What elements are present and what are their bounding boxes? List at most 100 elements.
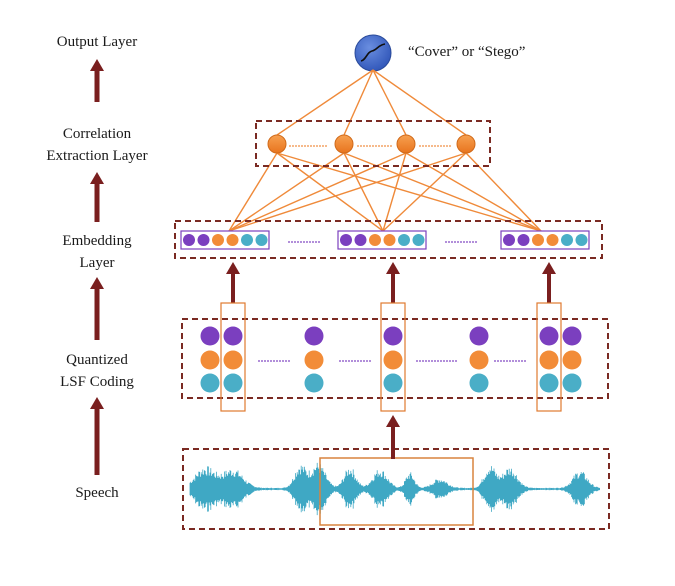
lsf-coefficient bbox=[383, 373, 403, 393]
lsf-column-2 bbox=[304, 326, 324, 393]
embedding-vector-2 bbox=[500, 230, 590, 250]
embedding-dot bbox=[546, 234, 559, 246]
embedding-dot bbox=[517, 234, 530, 246]
ellipsis-dot bbox=[366, 360, 368, 362]
ellipsis-dot bbox=[384, 145, 386, 147]
ellipsis-dot bbox=[440, 360, 442, 362]
edge-embed-3-1 bbox=[382, 152, 467, 232]
embedding-dot bbox=[412, 234, 425, 246]
embedding-dot bbox=[561, 234, 573, 246]
embedding-dot bbox=[575, 234, 588, 246]
lsf-column-3 bbox=[383, 326, 403, 393]
lsf-coefficient bbox=[469, 350, 489, 370]
ellipsis-dot bbox=[512, 360, 514, 362]
ellipsis-dot bbox=[298, 145, 300, 147]
ellipsis-dot bbox=[475, 241, 477, 243]
edge-embed-3-0 bbox=[228, 152, 467, 232]
ellipsis-3 bbox=[419, 145, 451, 147]
ellipsis-dot bbox=[428, 145, 430, 147]
ellipsis-dot bbox=[294, 241, 296, 243]
ellipsis-dot bbox=[375, 145, 377, 147]
ellipsis-dot bbox=[448, 241, 450, 243]
speech-up-arrow bbox=[386, 415, 400, 459]
left-arrow-0 bbox=[90, 59, 104, 102]
edge-embed-1-2 bbox=[343, 152, 542, 232]
ellipsis-dot bbox=[285, 360, 287, 362]
lsf-column-4 bbox=[469, 326, 489, 393]
embedding-dot bbox=[212, 234, 224, 246]
ellipsis-dot bbox=[279, 360, 281, 362]
embedding-dot bbox=[383, 234, 396, 246]
correlation-layer-box bbox=[255, 120, 491, 167]
ellipsis-1 bbox=[289, 145, 327, 147]
ellipsis-dot bbox=[267, 360, 269, 362]
embedding-dot bbox=[340, 234, 352, 246]
ellipsis-dot bbox=[440, 145, 442, 147]
ellipsis-dot bbox=[304, 145, 306, 147]
arrow-head bbox=[386, 262, 400, 274]
ellipsis-dot bbox=[264, 360, 266, 362]
ellipsis-dot bbox=[521, 360, 523, 362]
embedding-vector-1 bbox=[337, 230, 427, 250]
embedding-dot bbox=[354, 234, 367, 246]
ellipsis-dot bbox=[460, 241, 462, 243]
left-arrow-3 bbox=[90, 397, 104, 475]
label-quantized-line1: Quantized bbox=[66, 352, 128, 368]
lsf-coefficient bbox=[469, 373, 489, 393]
embedding-up-arrows bbox=[226, 262, 556, 303]
correlation-node-1 bbox=[334, 134, 354, 154]
ellipsis-dot bbox=[297, 241, 299, 243]
ellipsis-dot bbox=[312, 241, 314, 243]
ellipsis-dot bbox=[369, 360, 371, 362]
ellipsis-dot bbox=[288, 241, 290, 243]
lsf-coefficient bbox=[539, 326, 559, 346]
correlation-node-2 bbox=[396, 134, 416, 154]
ellipsis-dot bbox=[425, 145, 427, 147]
ellipsis-dot bbox=[276, 360, 278, 362]
lsf-ellipsis-1 bbox=[258, 360, 290, 362]
label-speech: Speech bbox=[75, 485, 119, 501]
waveform-trace bbox=[189, 462, 600, 516]
output-label: “Cover” or “Stego” bbox=[408, 44, 525, 60]
embedding-dot bbox=[197, 234, 210, 246]
ellipsis-dot bbox=[463, 241, 465, 243]
speech-arrow bbox=[386, 415, 400, 459]
lsf-ellipsis-2 bbox=[339, 360, 371, 362]
lsf-columns bbox=[200, 302, 582, 412]
ellipsis-dot bbox=[270, 360, 272, 362]
ellipsis-dot bbox=[301, 145, 303, 147]
embed-ellipsis-1 bbox=[288, 241, 320, 243]
ellipsis-dot bbox=[431, 145, 433, 147]
ellipsis-dot bbox=[378, 145, 380, 147]
lsf-coefficient bbox=[200, 350, 220, 370]
speech-waveform bbox=[189, 462, 600, 516]
ellipsis-dot bbox=[431, 360, 433, 362]
ellipsis-dot bbox=[360, 360, 362, 362]
quantized-lsf-box bbox=[181, 318, 609, 399]
lsf-coefficient bbox=[304, 350, 324, 370]
ellipsis-dot bbox=[310, 145, 312, 147]
ellipsis-dot bbox=[258, 360, 260, 362]
correlation-nodes bbox=[267, 134, 476, 154]
ellipsis-dot bbox=[469, 241, 471, 243]
left-arrow-1 bbox=[90, 172, 104, 222]
lsf-column-5 bbox=[539, 326, 559, 393]
ellipsis-dot bbox=[454, 241, 456, 243]
arrow-head bbox=[90, 172, 104, 184]
arrow-head bbox=[542, 262, 556, 274]
lsf-ellipsis-4 bbox=[494, 360, 526, 362]
lsf-coefficient bbox=[383, 326, 403, 346]
label-correlation-line1: Correlation bbox=[63, 126, 132, 142]
lsf-coefficient bbox=[223, 350, 243, 370]
arrow-head bbox=[226, 262, 240, 274]
ellipsis-dot bbox=[446, 360, 448, 362]
embed-arrow-2 bbox=[542, 262, 556, 303]
embedding-dot bbox=[503, 234, 515, 246]
ellipsis-dot bbox=[345, 360, 347, 362]
label-quantized-line2: LSF Coding bbox=[60, 374, 134, 390]
label-output-layer: Output Layer bbox=[57, 34, 137, 50]
ellipsis-dot bbox=[319, 145, 321, 147]
correlation-node-0 bbox=[267, 134, 287, 154]
ellipsis-dot bbox=[390, 145, 392, 147]
